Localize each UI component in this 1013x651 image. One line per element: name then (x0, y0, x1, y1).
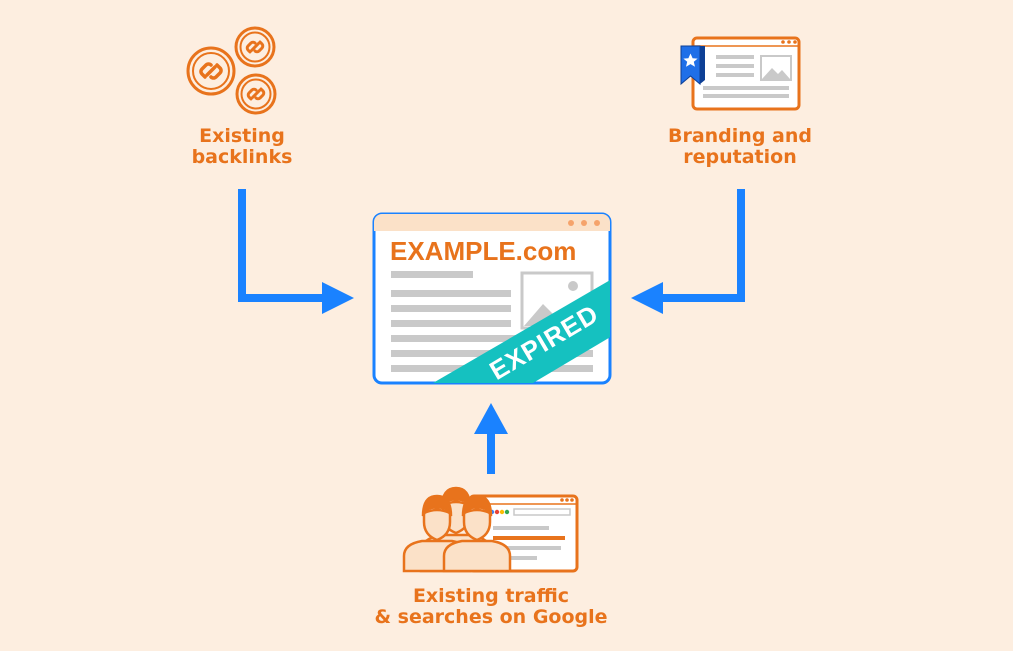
coin-top-right (234, 26, 276, 68)
bookmark-ribbon (680, 45, 705, 86)
backlinks-caption: Existing backlinks (142, 126, 342, 168)
coin-bottom-right (235, 73, 277, 115)
arrow-up-icon (474, 403, 508, 474)
bookmarked-page-icon (680, 36, 801, 111)
branding-caption-line2: reputation (683, 146, 797, 168)
arrow-left-icon (631, 189, 745, 314)
branding-caption-line1: Branding and (667, 125, 812, 147)
coin-left (186, 46, 236, 96)
arrow-right-icon (238, 189, 354, 314)
website-window-icon: EXPIRED EXAMPLE.com (372, 212, 612, 385)
person-right (442, 494, 512, 573)
search-logo-dots (489, 509, 510, 515)
traffic-caption-line1: Existing traffic (412, 585, 570, 607)
traffic-caption-line2: & searches on Google (374, 606, 608, 628)
backlinks-caption-line1: Existing (199, 125, 285, 147)
traffic-caption: Existing traffic & searches on Google (351, 586, 631, 628)
link-coins-icon (186, 26, 277, 115)
domain-name: EXAMPLE.com (390, 236, 576, 266)
branding-caption: Branding and reputation (640, 126, 840, 168)
users-search-icon (402, 486, 579, 573)
backlinks-caption-line2: backlinks (191, 146, 293, 168)
